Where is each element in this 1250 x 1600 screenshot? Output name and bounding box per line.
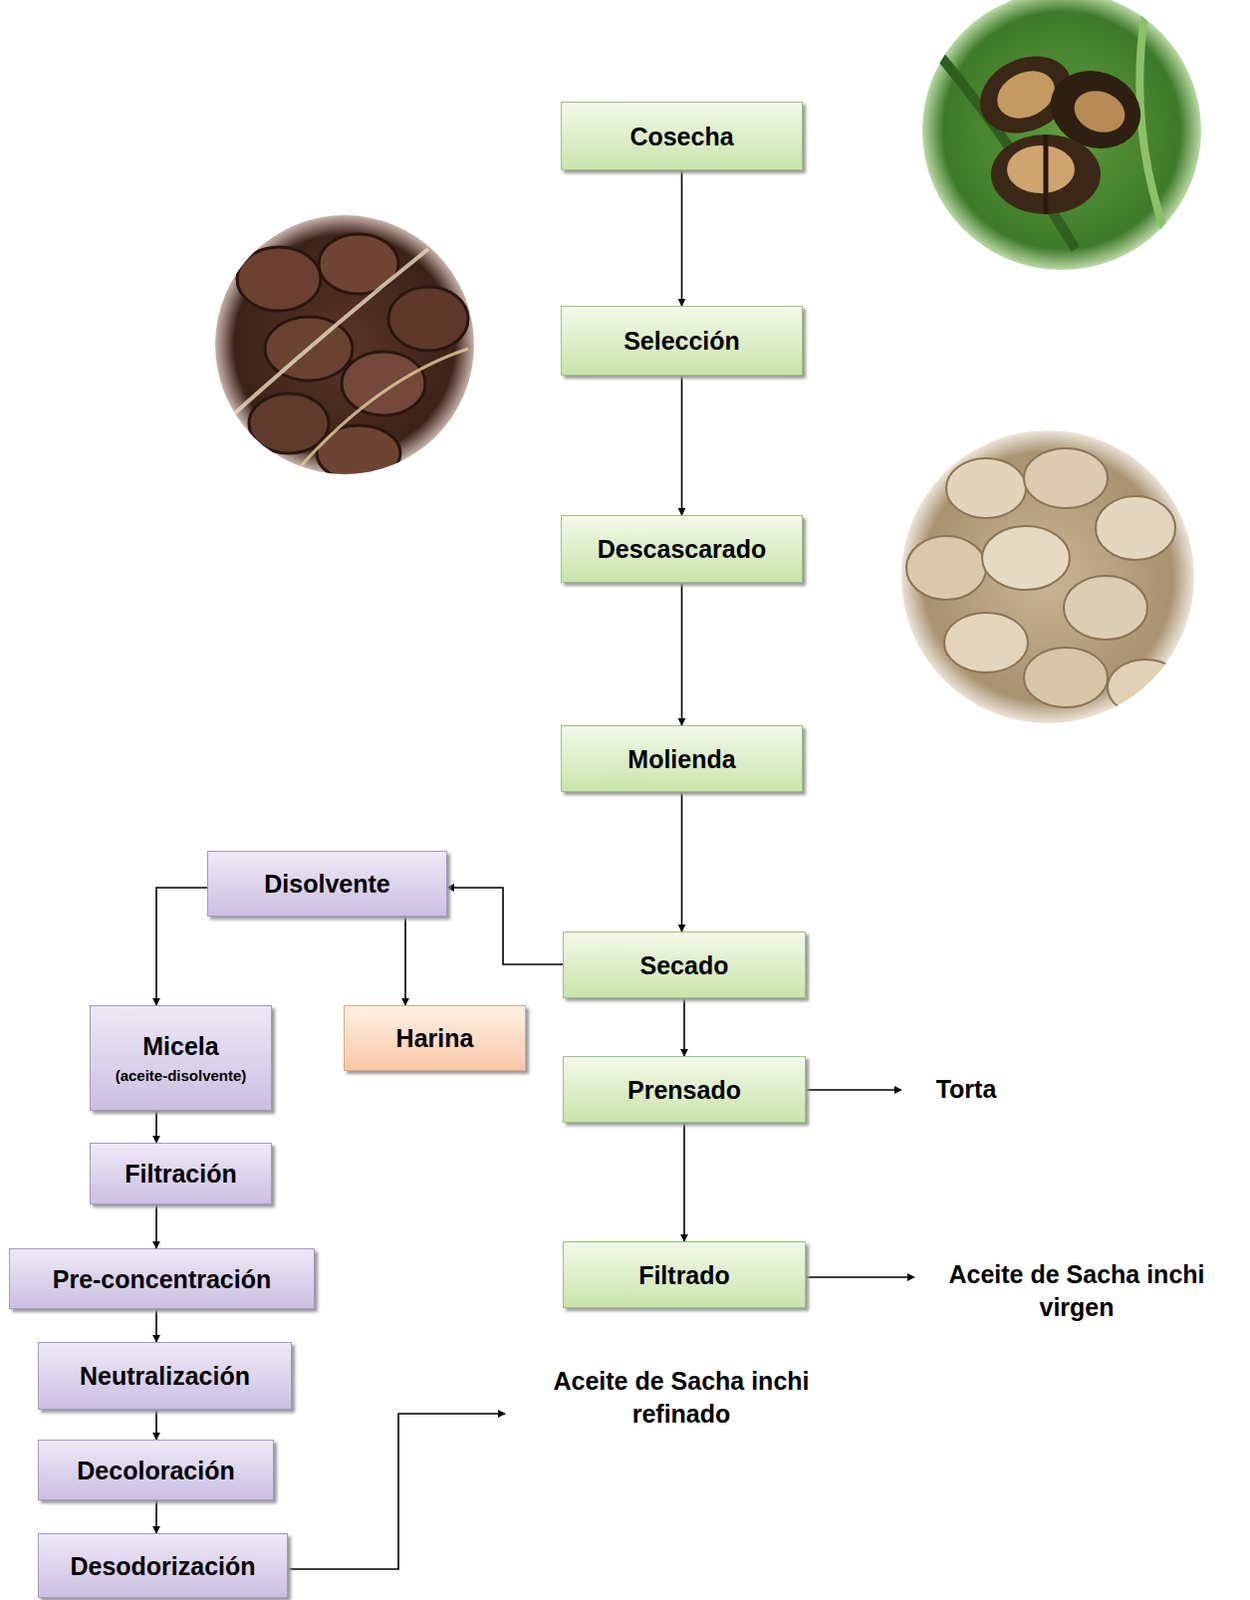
process-box: Descascarado [560,514,803,583]
product-box: Harina [343,1004,526,1071]
flow-arrow [155,1500,158,1533]
process-box: Selección [560,305,803,376]
box-title: Secado [640,950,730,981]
flow-arrow [683,998,686,1056]
flow-arrow [681,375,684,515]
flow-arrow [681,582,684,726]
box-title: Filtrado [638,1259,731,1290]
seed-photo [215,215,475,482]
box-title: Prensado [627,1074,742,1105]
output-label: Torta [921,1072,1011,1106]
box-title: Molienda [627,744,736,774]
box-title: Descascarado [597,533,767,564]
box-title: Filtración [124,1158,238,1189]
flow-arrow [155,1308,158,1342]
output-label: Aceite de Sacha inchi virgen [932,1257,1222,1323]
box-title: Cosecha [629,121,734,152]
box-title: Desodorización [69,1550,255,1581]
pod-photo [922,0,1202,270]
output-arrow [806,1088,902,1091]
flow-arrow [447,887,563,965]
box-title: Pre-concentración [52,1263,272,1294]
output-arrow [288,1413,505,1569]
box-title: Decoloración [76,1455,235,1486]
box-title: Micela [142,1030,219,1061]
process-box: Filtración [89,1142,272,1205]
process-box: Neutralización [37,1341,292,1410]
flow-arrow [155,1204,158,1249]
process-box: Desodorización [37,1532,288,1598]
process-box: Secado [562,931,806,999]
flow-arrow [156,887,208,1005]
flow-arrow [681,170,684,306]
output-label: Aceite de Sacha inchi refinado [536,1364,826,1430]
flow-arrow [683,1122,686,1242]
process-box: Cosecha [560,101,803,171]
box-title: Neutralización [79,1360,250,1391]
flow-arrow [404,916,407,1005]
process-box: Prensado [562,1055,806,1123]
process-box: Pre-concentración [8,1248,315,1309]
flow-arrow [681,791,684,932]
process-box: Decoloración [37,1439,274,1500]
flow-arrow [155,1110,158,1143]
output-arrow [806,1275,915,1278]
process-box: Disolvente [207,850,448,917]
process-box: Filtrado [562,1241,806,1308]
flow-arrow [155,1409,158,1440]
process-box: Micela (aceite-disolvente) [89,1004,272,1111]
box-subtitle: (aceite-disolvente) [115,1066,248,1085]
process-box: Molienda [560,725,803,792]
box-title: Selección [623,325,741,356]
kernel-photo [901,430,1195,724]
box-title: Disolvente [263,868,390,899]
box-title: Harina [396,1022,475,1053]
